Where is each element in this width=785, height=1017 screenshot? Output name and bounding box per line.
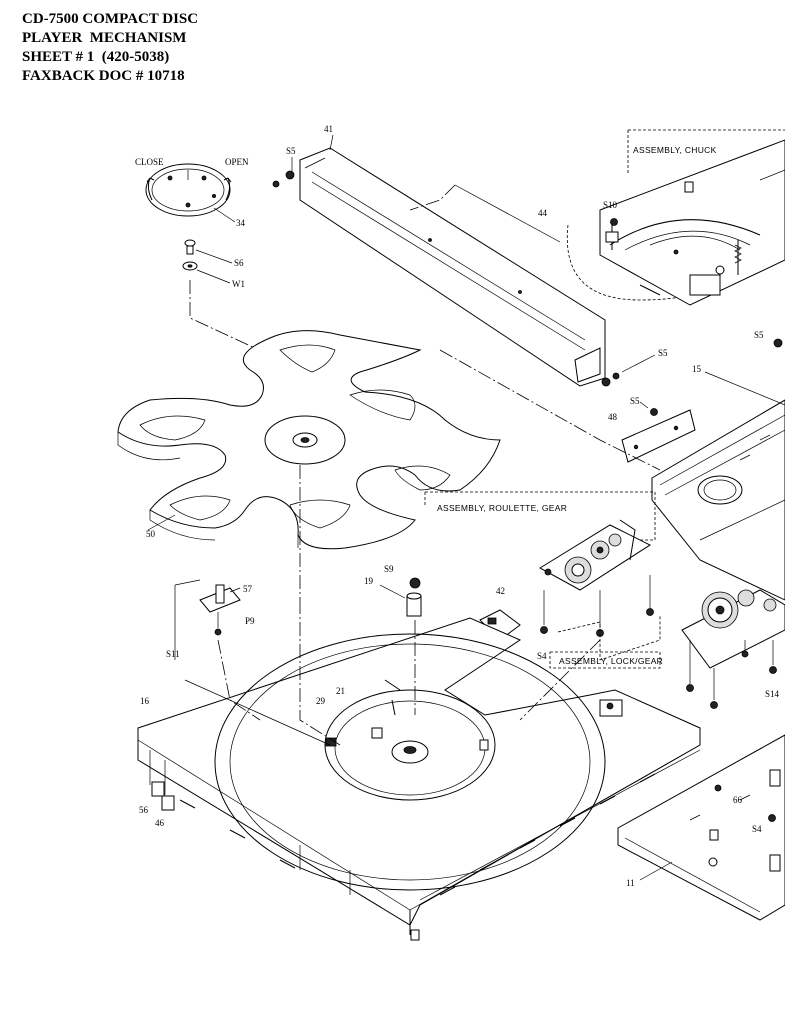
chuck-assembly-drawing <box>566 139 785 306</box>
bracket-48 <box>621 401 696 463</box>
header-line-sheet: SHEET # 1 (420-5038) <box>22 49 170 65</box>
label-s11: S11 <box>166 649 180 659</box>
label-s9: S9 <box>384 564 394 574</box>
screw-s5-right <box>773 338 783 348</box>
label-19: 19 <box>364 576 374 586</box>
label-assembly-roulette-gear: ASSEMBLY, ROULETTE, GEAR <box>437 503 567 513</box>
label-15: 15 <box>692 364 702 374</box>
lock-gear-box-link <box>557 615 661 661</box>
parts-56-46 <box>151 781 175 811</box>
lock-gear-assembly-drawing <box>549 589 785 709</box>
axis-44 <box>409 184 456 211</box>
label-34: 34 <box>236 218 246 228</box>
label-56: 56 <box>139 805 149 815</box>
label-assembly-lock-gear: ASSEMBLY, LOCK/GEAR <box>559 656 663 666</box>
label-57: 57 <box>243 584 253 594</box>
axis-rail <box>439 349 661 471</box>
label-66: 66 <box>733 795 743 805</box>
tray-16 <box>137 617 701 935</box>
label-s6: S6 <box>234 258 244 268</box>
header-line-model: CD-7500 COMPACT DISC <box>22 11 199 27</box>
label-s5-top: S5 <box>286 146 296 156</box>
frame-15 <box>651 371 785 601</box>
label-s10: S10 <box>603 200 618 210</box>
screw-s10 <box>610 218 618 226</box>
foot-part <box>410 929 420 941</box>
label-s5-right: S5 <box>754 330 764 340</box>
label-44: 44 <box>538 208 548 218</box>
leader-44 <box>454 184 561 243</box>
screw-s6 <box>184 239 233 264</box>
base-11 <box>617 734 785 921</box>
post-19 <box>379 577 422 617</box>
axis-dial <box>189 280 271 356</box>
label-50: 50 <box>146 529 156 539</box>
label-open: OPEN <box>225 157 249 167</box>
screw-s5-mid <box>601 354 656 387</box>
label-p9: P9 <box>245 616 255 626</box>
label-s4-right: S4 <box>752 824 762 834</box>
header-line-title: PLAYER MECHANISM <box>22 30 187 46</box>
label-42: 42 <box>496 586 505 596</box>
label-21: 21 <box>336 686 345 696</box>
label-s5-mid: S5 <box>658 348 668 358</box>
roulette-gear-assembly-drawing <box>424 491 656 637</box>
label-41: 41 <box>324 124 333 134</box>
label-48: 48 <box>608 412 618 422</box>
axis-tray <box>299 600 341 746</box>
label-29: 29 <box>316 696 326 706</box>
document-header: CD-7500 COMPACT DISC PLAYER MECHANISM SH… <box>22 10 198 86</box>
dial-plate-34 <box>145 163 236 223</box>
label-assembly-chuck: ASSEMBLY, CHUCK <box>633 145 717 155</box>
label-w1: W1 <box>232 279 245 289</box>
turntable-50 <box>117 330 501 550</box>
label-close: CLOSE <box>135 157 164 167</box>
washer-w1 <box>182 261 231 284</box>
label-46: 46 <box>155 818 165 828</box>
bracket-57 <box>199 584 241 636</box>
label-s4-left: S4 <box>537 651 547 661</box>
screw-s5-top <box>272 157 295 188</box>
label-s14: S14 <box>765 689 780 699</box>
label-s5-small: S5 <box>630 396 640 406</box>
label-16: 16 <box>140 696 150 706</box>
header-line-faxback: FAXBACK DOC # 10718 <box>22 68 185 84</box>
label-11: 11 <box>626 878 635 888</box>
